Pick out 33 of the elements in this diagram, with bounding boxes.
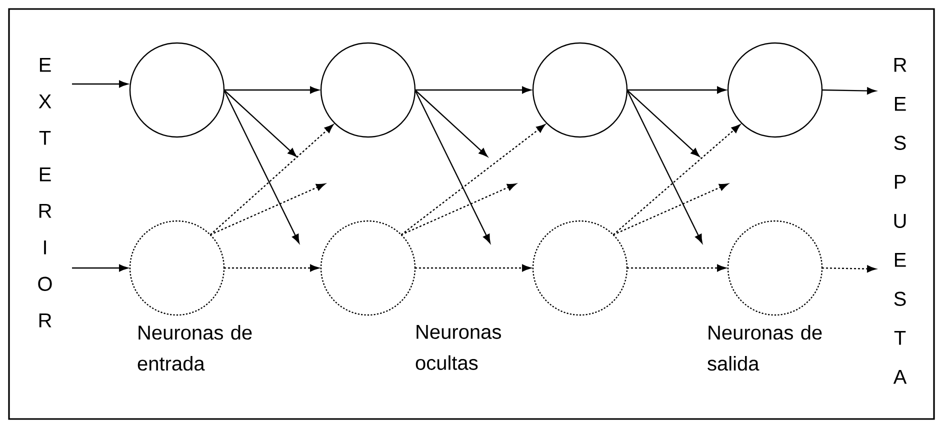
arrow — [822, 87, 876, 94]
arrow — [401, 183, 516, 236]
neuron-circle-dotted — [532, 220, 628, 316]
neuron-circle-dotted — [727, 220, 823, 316]
arrow — [415, 86, 532, 94]
vertical-label: RESPUESTA — [893, 58, 907, 384]
arrow — [400, 124, 546, 236]
arrow — [224, 86, 320, 94]
neuron-circle — [320, 42, 416, 138]
arrow — [210, 124, 334, 236]
arrow — [822, 265, 876, 272]
neuron-circle-dotted — [129, 220, 225, 316]
neuron-circle — [532, 42, 628, 138]
neuron-circle-dotted — [320, 220, 416, 316]
neuron-circle — [727, 42, 823, 138]
arrow — [224, 90, 297, 157]
arrow — [415, 264, 532, 272]
arrow — [627, 86, 726, 94]
layer-label: Neuronas ocultas — [416, 325, 501, 370]
arrow — [72, 264, 128, 272]
arrow — [224, 264, 320, 272]
neuron-circle — [129, 42, 225, 138]
arrow — [210, 183, 326, 236]
arrow — [626, 90, 702, 244]
vertical-label: EXTERIOR — [38, 58, 52, 328]
arrow — [626, 90, 700, 157]
arrow — [72, 80, 128, 88]
arrow — [414, 90, 490, 244]
arrow — [627, 264, 726, 272]
arrow — [223, 90, 300, 244]
arrow — [613, 183, 728, 236]
arrow — [414, 90, 488, 157]
arrow — [612, 124, 740, 236]
